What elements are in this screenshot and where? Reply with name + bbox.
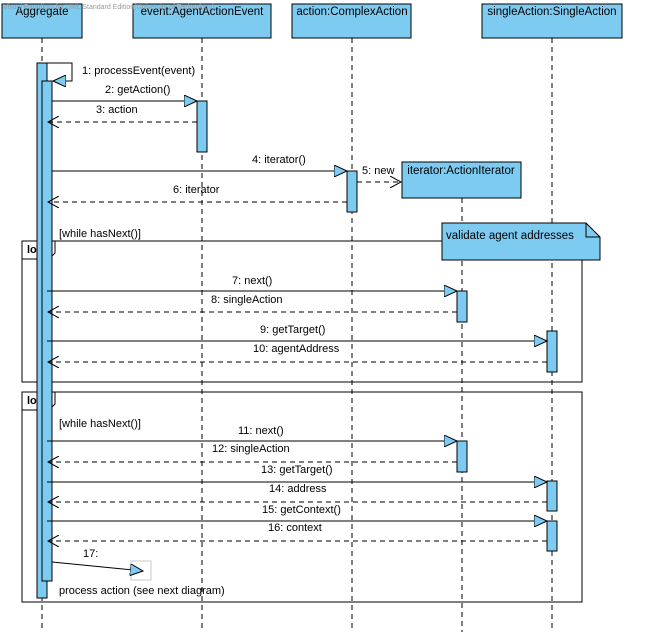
activation-action (346, 170, 358, 213)
message-9-label: 9: getTarget() (260, 324, 325, 336)
message-4-label: 4: iterator() (252, 154, 306, 166)
lifeline-box-action (291, 3, 412, 39)
lifeline-label-action: action:ComplexAction (296, 6, 407, 18)
note-text: validate agent addresses (446, 230, 574, 242)
message-5-label: 5: new (362, 165, 394, 177)
activation-single-2 (546, 480, 558, 512)
loop-fragment-2 (21, 391, 583, 603)
message-6-label: 6: iterator (173, 184, 220, 196)
message-2-label: 2: getAction() (105, 84, 170, 96)
message-1-label: 1: processEvent(event) (82, 65, 195, 77)
activation-iterator-1 (456, 290, 468, 323)
lifeline-label-single-action: singleAction:SingleAction (487, 6, 616, 18)
loop-1-guard: [while hasNext()] (59, 228, 141, 240)
activation-event (196, 100, 208, 153)
activation-single-1 (546, 330, 558, 373)
message-13-label: 13: getTarget() (261, 464, 333, 476)
note-fold (585, 223, 600, 238)
activation-single-3 (546, 520, 558, 552)
lifeline-label-event: event:AgentActionEvent (141, 6, 265, 18)
lifeline-label-iterator: iterator:ActionIterator (407, 165, 515, 177)
process-action-note: process action (see next diagram) (59, 585, 225, 597)
lifeline-label-aggregate: Aggregate (15, 6, 68, 18)
lifeline-box-single-action (481, 3, 623, 39)
message-12-label: 12: singleAction (212, 443, 290, 455)
message-14-label: 14: address (269, 483, 327, 495)
watermark: Visual Paradigm for UML Standard Edition… (3, 4, 215, 11)
note-validate (441, 222, 601, 261)
message-11-label: 11: next() (238, 425, 284, 437)
message-1-arrow (47, 62, 73, 81)
message-7-label: 7: next() (232, 275, 272, 287)
lifeline-box-iterator (401, 161, 522, 199)
message-3-label: 3: action (96, 104, 138, 116)
message-17-arrow (51, 561, 143, 571)
message-17-label: 17: (83, 548, 98, 560)
message-15-label: 15: getContext() (262, 504, 341, 516)
message-10-label: 10: agentAddress (253, 343, 340, 355)
lifeline-box-event (132, 3, 272, 39)
activation-aggregate-inner (41, 80, 53, 582)
message-8-label: 8: singleAction (211, 294, 283, 306)
activation-iterator-2 (456, 440, 468, 473)
loop-2-guard: [while hasNext()] (59, 418, 141, 430)
message-16-label: 16: context (268, 522, 322, 534)
lifeline-box-aggregate (1, 3, 83, 39)
